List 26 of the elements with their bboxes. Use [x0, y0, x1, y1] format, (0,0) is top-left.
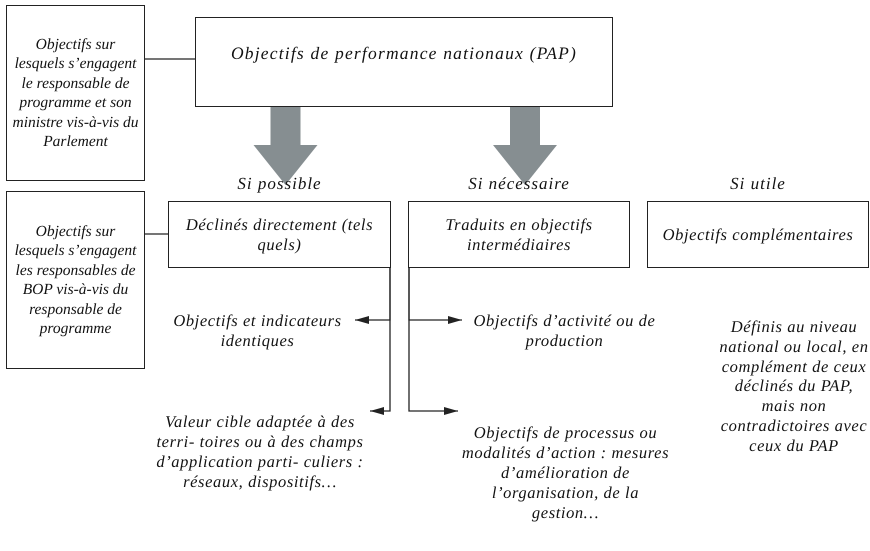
objective-box [168, 201, 391, 268]
objective-label: Objectifs sur lesquels s’engagent les responsables de BOP vis-à-vis du responsable de programme [14, 222, 138, 338]
connector-line [145, 58, 195, 60]
objective-box [195, 17, 613, 107]
block-arrow [254, 107, 318, 185]
objective-text: Objectifs d’activité ou de production [462, 309, 667, 353]
condition-label: Si nécessaire [468, 174, 570, 194]
objective-box [647, 201, 869, 268]
condition-label: Si possible [237, 174, 322, 194]
objective-box [6, 191, 145, 369]
arrow [370, 268, 391, 415]
objective-label: Objectifs sur lesquels s’engagent le responsable de programme et son ministre vis-à-vis du Parlement [12, 34, 140, 152]
block-arrow [493, 107, 557, 185]
objective-text: Objectifs de processus ou modalités d’action : mesures d’amélioration de l’organisation, de la gestion… [458, 400, 673, 546]
objective-text: Valeur cible adaptée à des terri- toires ou à des champs d’application parti- culiers : réseaux, dispositifs… [150, 400, 370, 504]
objective-box [408, 201, 630, 268]
arrow [408, 268, 458, 415]
objective-label: Déclinés directement (tels quels) [184, 214, 374, 254]
condition-label: Si utile [730, 174, 786, 194]
connector-line [145, 233, 168, 235]
objective-label: Traduits en objectifs intermédiaires [444, 214, 594, 254]
objective-label: Objectifs de performance nationaux (PAP) [230, 43, 578, 63]
note-text: Définis au niveau national ou local, en complément de ceux déclinés du PAP, mais non contradictoires avec ceux du PAP [718, 317, 870, 456]
objective-box [6, 5, 145, 181]
objective-label: Objectifs complémentaires [662, 224, 854, 244]
objective-text: Objectifs et indicateurs identiques [160, 309, 355, 353]
